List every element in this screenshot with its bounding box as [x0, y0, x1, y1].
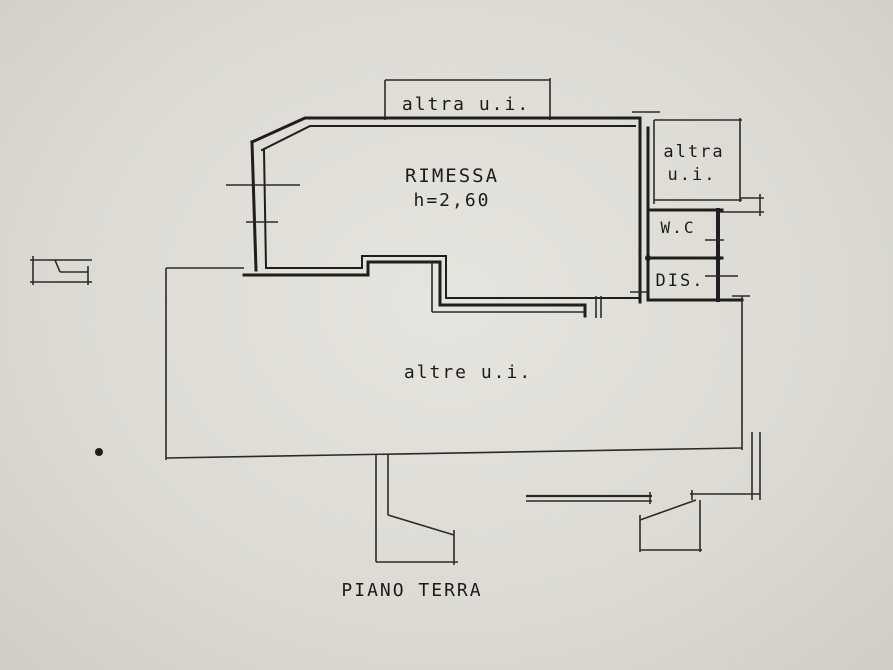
wc-label: W.C [661, 218, 696, 237]
height-label: h=2,60 [413, 190, 490, 211]
altra-right-label-2: u.i. [668, 165, 717, 185]
floor-title: PIANO TERRA [341, 580, 482, 601]
wc-dis-rooms [630, 208, 744, 302]
altre-ui-label: altre u.i. [404, 362, 532, 383]
rimessa-label: RIMESSA [405, 165, 499, 187]
left-wall-symbol [30, 256, 92, 285]
altra-right-label-1: altra [663, 142, 724, 162]
entrance-details [375, 454, 760, 565]
reference-dot [95, 448, 103, 456]
rimessa-walls [226, 111, 660, 318]
dis-label: DIS. [656, 271, 705, 291]
altre-ui-area [165, 267, 761, 500]
altra-ui-top-label: altra u.i. [402, 94, 530, 115]
altra-ui-right-box [653, 118, 764, 216]
altra-ui-top-box [384, 78, 551, 120]
